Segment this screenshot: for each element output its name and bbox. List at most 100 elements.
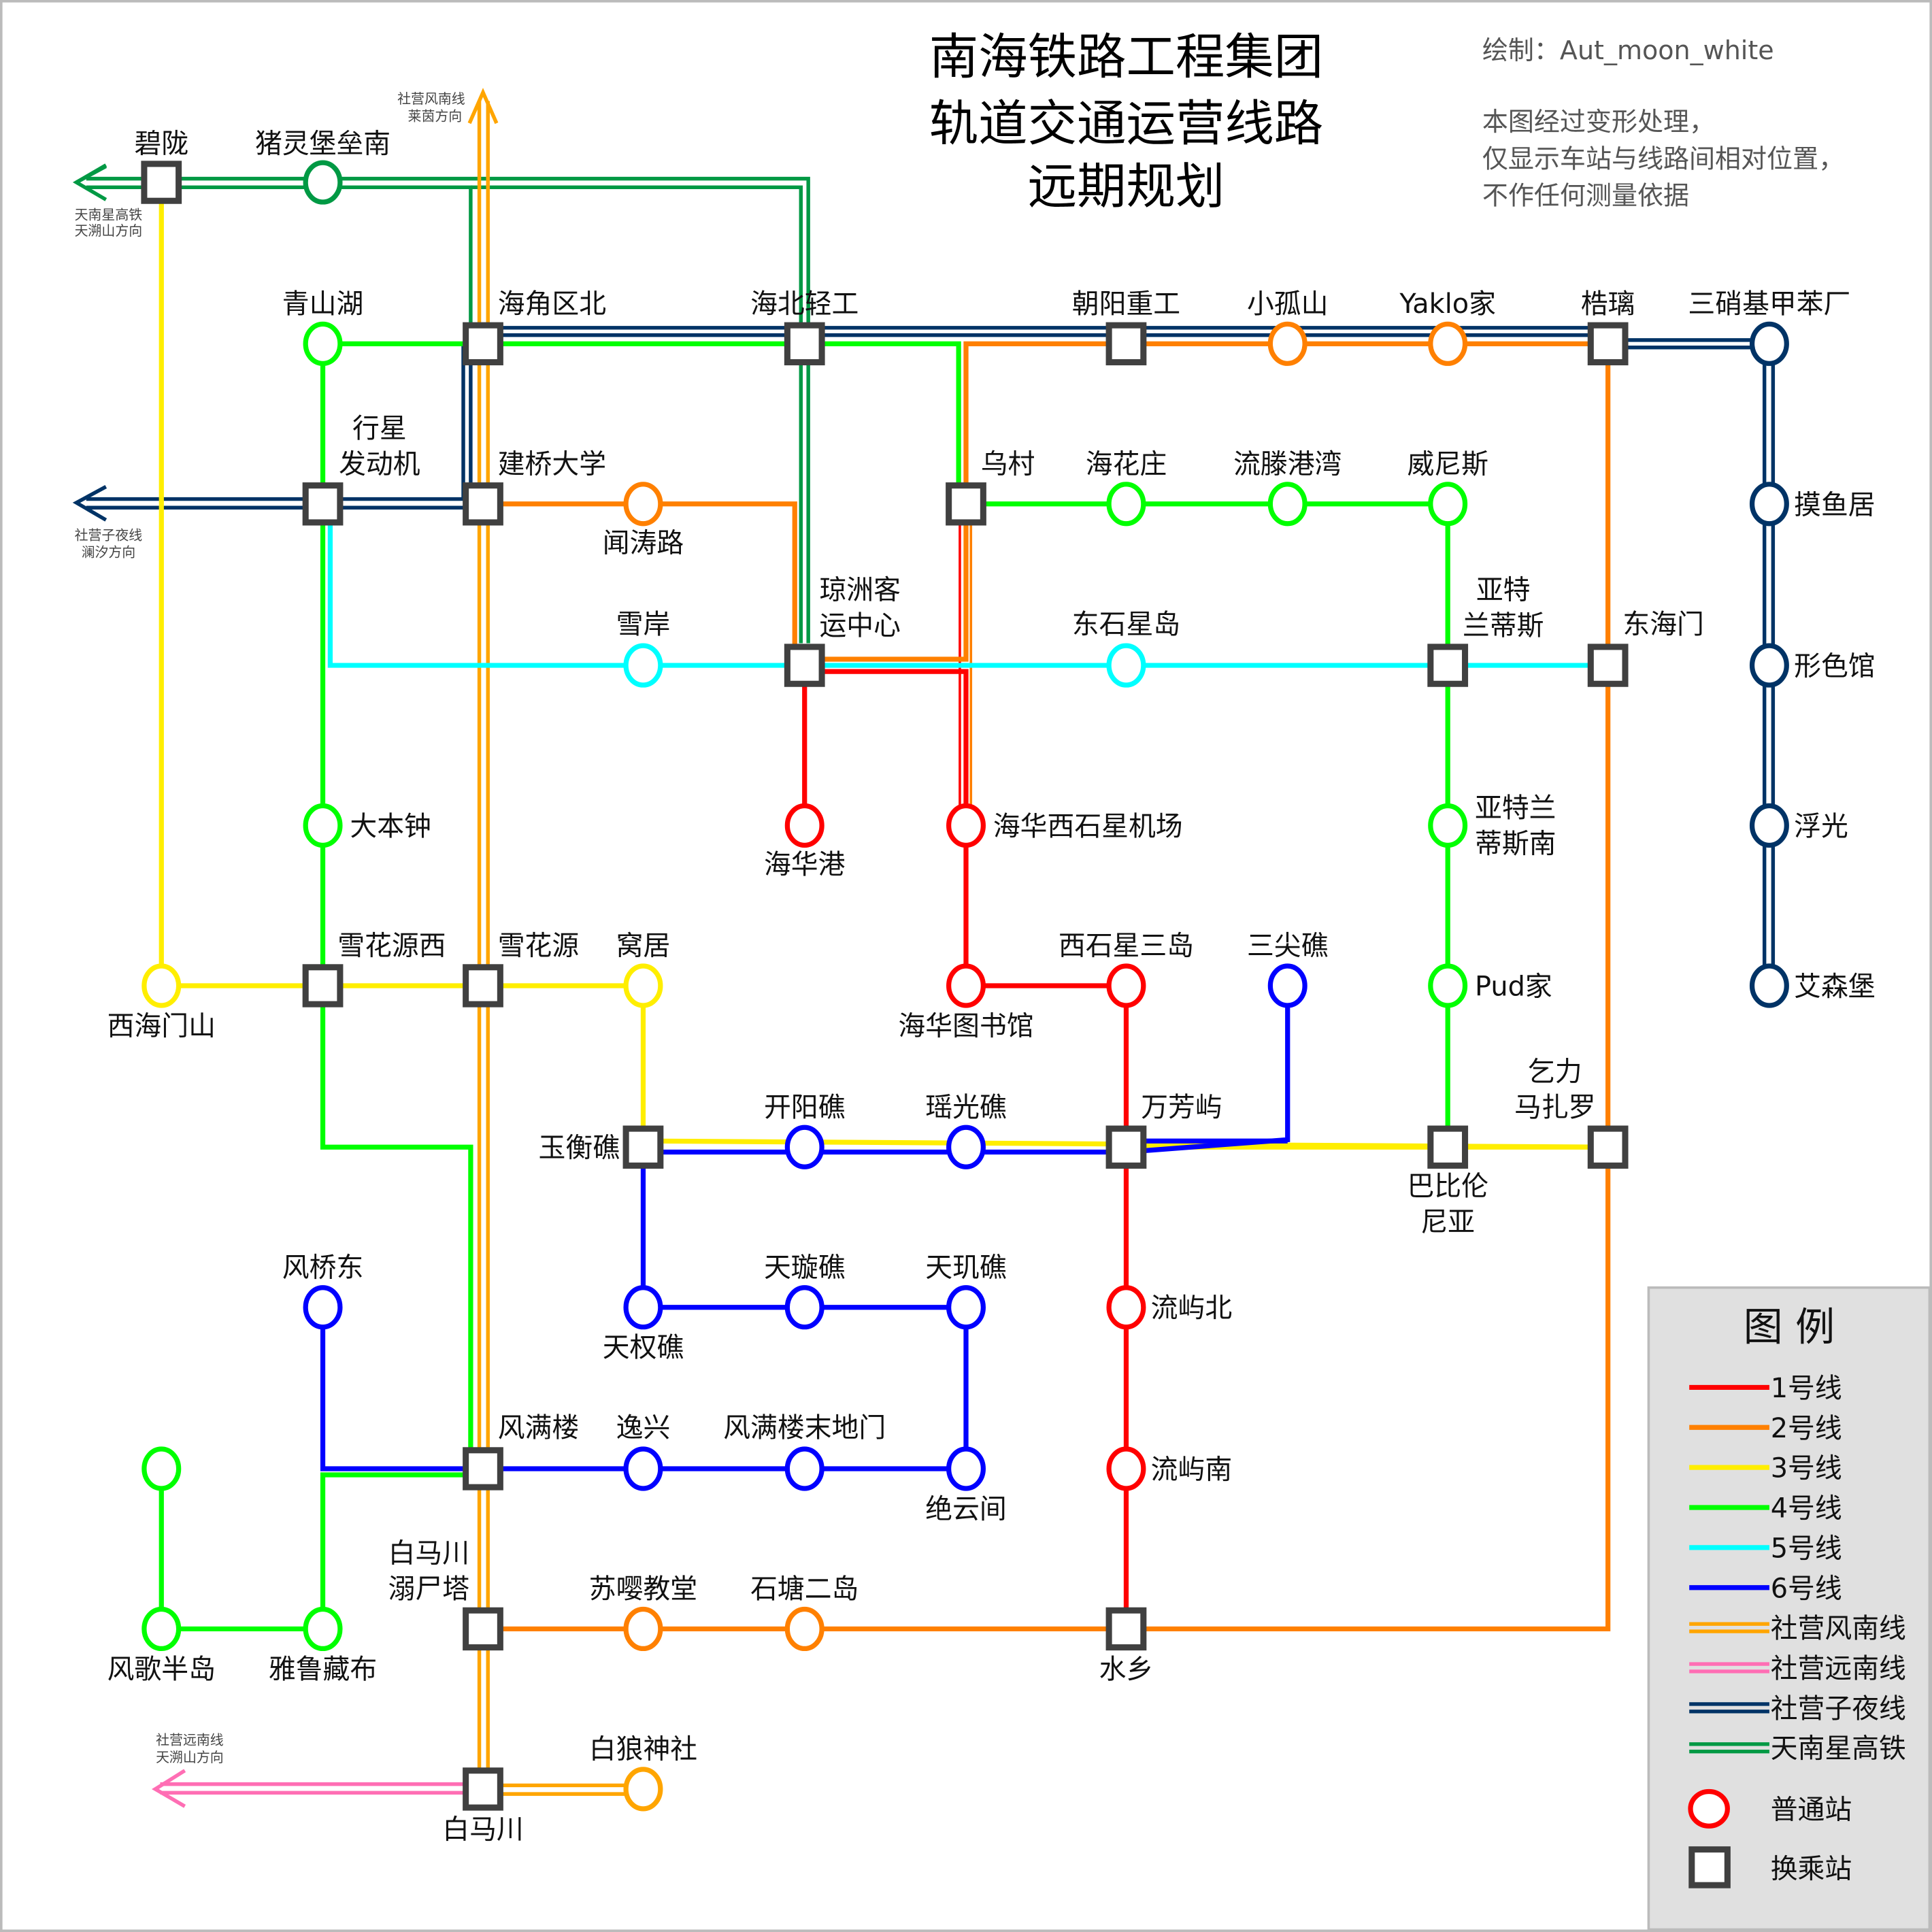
- station-qingshanhu[interactable]: 青山湖: [282, 288, 363, 366]
- station-fengmanloumodimen[interactable]: 风满楼末地门: [723, 1412, 886, 1491]
- interchange-station-marker[interactable]: [1427, 1125, 1469, 1169]
- station-shitangerdao[interactable]: 石塘二岛: [750, 1573, 859, 1652]
- station-shuixiang[interactable]: 水乡: [1099, 1607, 1154, 1685]
- station-fengmanlou[interactable]: 风满楼: [463, 1412, 580, 1490]
- interchange-station-marker[interactable]: [141, 161, 182, 204]
- station-marker[interactable]: [1106, 643, 1146, 688]
- station-wanfangyu[interactable]: 万芳屿: [1105, 1092, 1222, 1169]
- station-marker[interactable]: [1106, 1285, 1146, 1330]
- station-marker[interactable]: [784, 1125, 825, 1169]
- station-marker[interactable]: [303, 160, 343, 205]
- station-yuhengjiao[interactable]: 玉衡礁: [539, 1125, 664, 1169]
- station-marker[interactable]: [1749, 963, 1789, 1008]
- station-xuehuayuan[interactable]: 雪花源: [463, 931, 580, 1007]
- station-suyingjiaotang[interactable]: 苏嘤教堂: [589, 1573, 697, 1652]
- station-marker[interactable]: [303, 321, 343, 366]
- station-marker[interactable]: [303, 1606, 343, 1652]
- interchange-station-marker[interactable]: [302, 964, 344, 1007]
- station-marker[interactable]: [784, 1446, 825, 1491]
- station-haoli[interactable]: 梏璃: [1581, 288, 1635, 366]
- station-yalucangbu[interactable]: 雅鲁藏布: [269, 1606, 377, 1685]
- interchange-station-marker[interactable]: [463, 1447, 503, 1490]
- station-jianqiao[interactable]: 建桥大学: [463, 449, 606, 526]
- station-marker[interactable]: [1749, 482, 1789, 527]
- station-unnamed-fengge-north[interactable]: [141, 1446, 182, 1491]
- station-wucun[interactable]: 乌村: [946, 449, 1035, 526]
- station-marker[interactable]: [623, 643, 663, 688]
- interchange-station-marker[interactable]: [622, 1125, 664, 1169]
- station-chaoyangzhonggong[interactable]: 朝阳重工: [1072, 288, 1180, 366]
- station-aisenbao[interactable]: 艾森堡: [1749, 963, 1876, 1008]
- station-fengqiaodong[interactable]: 风桥东: [282, 1252, 363, 1330]
- station-marker[interactable]: [946, 803, 986, 848]
- station-tianquanjiao[interactable]: 天权礁: [603, 1285, 684, 1363]
- station-marker[interactable]: [623, 482, 663, 527]
- station-marker[interactable]: [1106, 482, 1146, 527]
- station-bailangshenshe[interactable]: 白狼神社: [589, 1734, 697, 1812]
- station-marker[interactable]: [946, 1446, 986, 1491]
- station-marker[interactable]: [1267, 482, 1308, 527]
- interchange-station-marker[interactable]: [1105, 1607, 1147, 1651]
- station-marker[interactable]: [623, 1767, 663, 1812]
- station-liuyunan[interactable]: 流屿南: [1106, 1446, 1232, 1491]
- station-jueyunjian[interactable]: 绝云间: [925, 1446, 1007, 1525]
- station-marker[interactable]: [1749, 321, 1789, 366]
- station-marker[interactable]: [1749, 643, 1789, 688]
- station-fuguang[interactable]: 浮光: [1749, 803, 1848, 848]
- station-marker[interactable]: [1267, 963, 1308, 1008]
- station-marker[interactable]: [1106, 963, 1146, 1008]
- station-marker[interactable]: [141, 1606, 182, 1652]
- station-marker[interactable]: [303, 1285, 343, 1330]
- station-bilong[interactable]: 碧陇: [134, 129, 188, 204]
- station-moyuju[interactable]: 摸鱼居: [1749, 482, 1876, 527]
- station-xishixingsandao[interactable]: 西石星三岛: [1059, 931, 1194, 1008]
- station-marker[interactable]: [303, 803, 343, 848]
- station-dabenzhong[interactable]: 大本钟: [303, 803, 431, 848]
- station-kaiyangjiao[interactable]: 开阳礁: [764, 1092, 845, 1169]
- interchange-station-marker[interactable]: [784, 322, 825, 366]
- station-weinisi[interactable]: 威尼斯: [1407, 449, 1488, 527]
- station-fenggebandao[interactable]: 风歌半岛: [107, 1606, 216, 1685]
- station-xingseguan[interactable]: 形色馆: [1749, 643, 1876, 688]
- interchange-station-marker[interactable]: [463, 322, 503, 366]
- station-haihuazhuang[interactable]: 海花庄: [1086, 449, 1167, 527]
- interchange-station-marker[interactable]: [1105, 1125, 1147, 1169]
- station-pudjia[interactable]: Pud家: [1428, 963, 1552, 1008]
- station-zhulingbaolei[interactable]: 猪灵堡垒南: [255, 129, 390, 205]
- station-dongshixingdao[interactable]: 东石星岛: [1072, 609, 1180, 688]
- interchange-station-marker[interactable]: [1587, 322, 1629, 366]
- station-marker[interactable]: [623, 1285, 663, 1330]
- station-marker[interactable]: [1428, 482, 1468, 527]
- station-xuean[interactable]: 雪岸: [616, 609, 671, 688]
- station-wentao[interactable]: 闻涛路: [603, 482, 684, 559]
- station-marker[interactable]: [784, 803, 825, 848]
- interchange-station-marker[interactable]: [946, 482, 986, 526]
- station-marker[interactable]: [623, 963, 663, 1008]
- station-marker[interactable]: [623, 1606, 663, 1652]
- interchange-station-marker[interactable]: [784, 644, 825, 687]
- interchange-station-marker[interactable]: [302, 482, 344, 526]
- station-yixing[interactable]: 逸兴: [616, 1412, 671, 1491]
- station-donghaimen[interactable]: 东海门: [1587, 609, 1704, 687]
- station-baimachuan[interactable]: 白马川: [442, 1767, 524, 1846]
- station-xiaogushan[interactable]: 小孤山: [1247, 288, 1328, 366]
- station-haijiaoqubei[interactable]: 海角区北: [463, 288, 606, 366]
- station-marker[interactable]: [1428, 963, 1468, 1008]
- station-haihuatushuguan[interactable]: 海华图书馆: [898, 963, 1034, 1042]
- station-tianjijiao[interactable]: 天玑礁: [925, 1252, 1007, 1330]
- interchange-station-marker[interactable]: [1587, 1125, 1629, 1169]
- station-xihaimenshan[interactable]: 西海门山: [107, 963, 216, 1042]
- interchange-station-marker[interactable]: [463, 964, 503, 1007]
- station-marker[interactable]: [1267, 321, 1308, 366]
- station-marker[interactable]: [1428, 803, 1468, 848]
- station-marker[interactable]: [1428, 321, 1468, 366]
- station-haibeiqinggong[interactable]: 海北轻工: [750, 288, 859, 366]
- interchange-station-marker[interactable]: [1105, 322, 1147, 366]
- station-marker[interactable]: [141, 963, 182, 1008]
